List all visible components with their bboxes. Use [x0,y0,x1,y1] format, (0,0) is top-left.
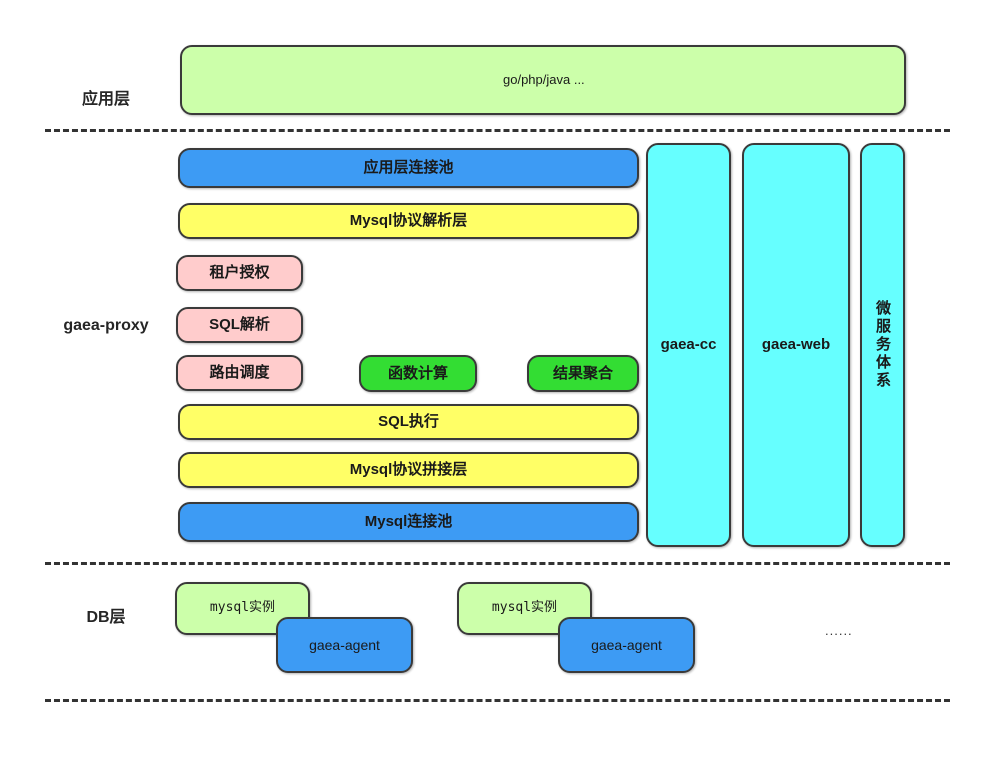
proxy-module-label: 租户授权 [209,264,270,282]
side-column-label: 微服务体系 [874,300,891,390]
side-column-microservice-system[interactable]: 微服务体系 [860,143,905,547]
proxy-module-route-schedule[interactable]: 路由调度 [176,355,303,391]
proxy-bar-label: Mysql连接池 [364,513,453,531]
proxy-bar-mysql-protocol-assemble[interactable]: Mysql协议拼接层 [178,452,639,488]
separator-app-proxy [45,129,950,132]
db-mysql-instance-label: mysql实例 [491,600,558,616]
layer-label-proxy: gaea-proxy [63,317,149,334]
separator-proxy-db [45,562,950,565]
proxy-module-function-compute[interactable]: 函数计算 [359,355,477,392]
proxy-bar-label: Mysql协议解析层 [349,212,468,230]
db-gaea-agent-label: gaea-agent [309,636,380,653]
db-gaea-agent-label: gaea-agent [591,636,662,653]
side-column-gaea-cc[interactable]: gaea-cc [646,143,731,547]
side-column-label: gaea-web [761,336,831,354]
side-column-gaea-web[interactable]: gaea-web [742,143,850,547]
proxy-bar-label: 应用层连接池 [363,159,454,177]
layer-label-db: DB层 [86,609,126,626]
db-gaea-agent[interactable]: gaea-agent [558,617,695,673]
app-layer-box[interactable]: go/php/java ... [180,45,906,115]
layer-label-app: 应用层 [81,91,130,108]
db-gaea-agent[interactable]: gaea-agent [276,617,413,673]
app-layer-box-label: go/php/java ... [503,71,585,87]
proxy-module-label: 路由调度 [209,364,270,382]
proxy-module-sql-parse[interactable]: SQL解析 [176,307,303,343]
proxy-bar-label: Mysql协议拼接层 [349,461,468,479]
side-column-label: gaea-cc [660,336,717,354]
proxy-module-label: 函数计算 [387,364,448,382]
proxy-module-result-aggregate[interactable]: 结果聚合 [527,355,639,392]
db-mysql-instance-label: mysql实例 [209,600,276,616]
proxy-bar-label: SQL执行 [378,413,439,431]
db-more-marker: ...... [825,623,853,638]
proxy-module-label: SQL解析 [209,316,270,334]
db-mysql-instance[interactable]: mysql实例 [175,582,310,635]
proxy-bar-mysql-connection-pool[interactable]: Mysql连接池 [178,502,639,542]
proxy-bar-app-connection-pool[interactable]: 应用层连接池 [178,148,639,188]
proxy-bar-sql-execute[interactable]: SQL执行 [178,404,639,440]
proxy-bar-mysql-protocol-parse[interactable]: Mysql协议解析层 [178,203,639,239]
separator-db-bottom [45,699,950,702]
proxy-module-label: 结果聚合 [552,364,613,382]
proxy-module-tenant-auth[interactable]: 租户授权 [176,255,303,291]
